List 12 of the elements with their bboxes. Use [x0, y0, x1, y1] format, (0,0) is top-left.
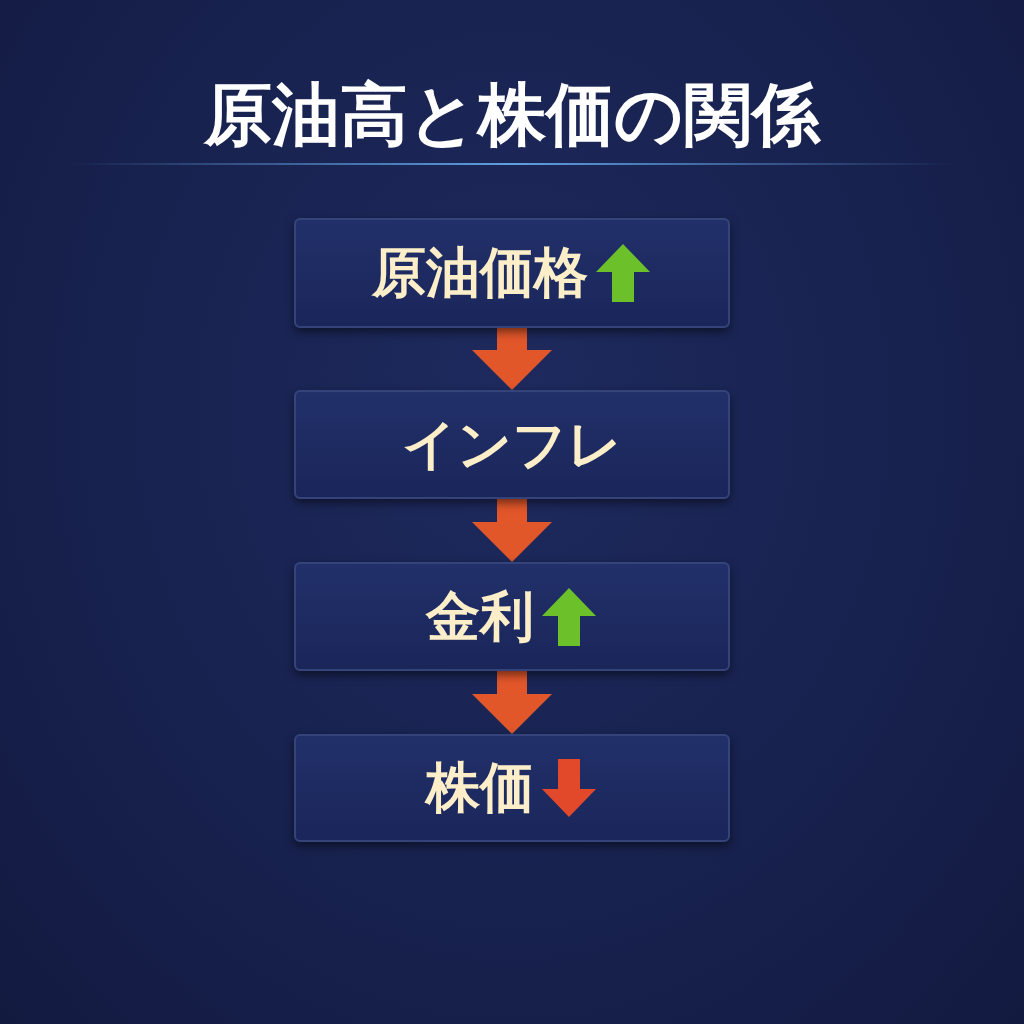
- arrow: [472, 328, 552, 390]
- arrow: [472, 499, 552, 562]
- process-box: [294, 734, 730, 842]
- title: 原油高と株価の関係: [202, 74, 822, 156]
- box-label: インフレ: [402, 412, 622, 477]
- box-label: 原油価格: [372, 241, 588, 305]
- process-box: [294, 562, 730, 671]
- arrow: [472, 671, 552, 734]
- box-label: 株価: [426, 756, 534, 820]
- box-label: 金利: [426, 584, 534, 649]
- process-box: [294, 218, 730, 328]
- process-box: [294, 390, 730, 499]
